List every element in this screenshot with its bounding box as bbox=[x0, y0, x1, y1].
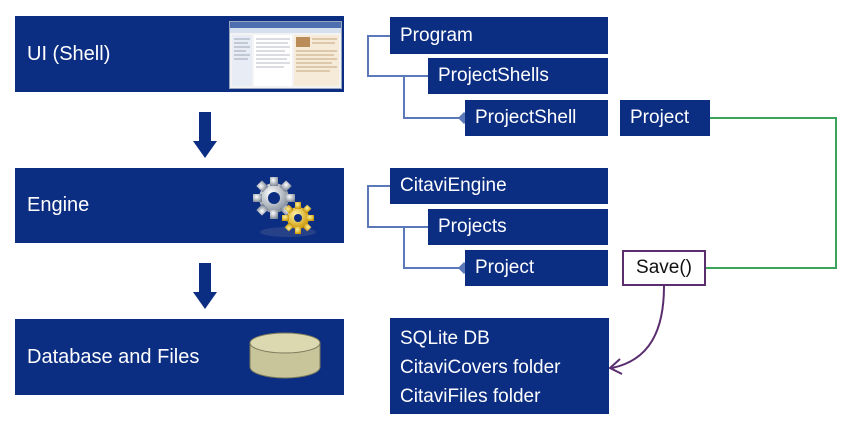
project-save-link bbox=[706, 117, 837, 269]
node-program: Program bbox=[390, 17, 608, 54]
arrowhead-icon bbox=[608, 358, 623, 375]
node-ui-project: Project bbox=[620, 100, 710, 136]
shell-screenshot-thumbnail bbox=[229, 21, 342, 89]
node-projectshells-label: ProjectShells bbox=[438, 65, 549, 86]
layer-engine-label: Engine bbox=[27, 194, 90, 216]
node-engine-project-label: Project bbox=[475, 257, 535, 278]
down-arrow-ui-engine bbox=[193, 112, 217, 158]
save-method-box: Save() bbox=[622, 250, 706, 286]
storage-box: SQLite DB CitaviCovers folder CitaviFile… bbox=[390, 318, 609, 414]
layer-ui-label: UI (Shell) bbox=[27, 42, 111, 65]
node-projectshells: ProjectShells bbox=[428, 58, 608, 94]
node-engine-project: Project bbox=[465, 250, 608, 286]
save-method-label: Save() bbox=[636, 257, 692, 278]
ui-tree-connectors bbox=[367, 35, 464, 119]
node-citaviengine-label: CitaviEngine bbox=[400, 175, 507, 196]
node-projects: Projects bbox=[428, 209, 608, 245]
storage-sqlite: SQLite DB bbox=[400, 328, 490, 349]
gears-icon bbox=[253, 177, 316, 237]
database-cylinder-icon bbox=[249, 332, 321, 379]
storage-covers-folder: CitaviCovers folder bbox=[400, 357, 561, 378]
save-to-storage-arrow bbox=[611, 285, 665, 369]
layer-database-label: Database and Files bbox=[27, 345, 200, 368]
node-projectshell-label: ProjectShell bbox=[475, 107, 577, 128]
node-projectshell: ProjectShell bbox=[465, 100, 608, 136]
down-arrow-engine-db bbox=[193, 263, 217, 309]
node-ui-project-label: Project bbox=[630, 107, 690, 128]
storage-files-folder: CitaviFiles folder bbox=[400, 386, 541, 407]
node-citaviengine: CitaviEngine bbox=[390, 168, 608, 204]
node-projects-label: Projects bbox=[438, 216, 507, 237]
node-program-label: Program bbox=[400, 24, 473, 46]
engine-tree-connectors bbox=[367, 185, 464, 269]
